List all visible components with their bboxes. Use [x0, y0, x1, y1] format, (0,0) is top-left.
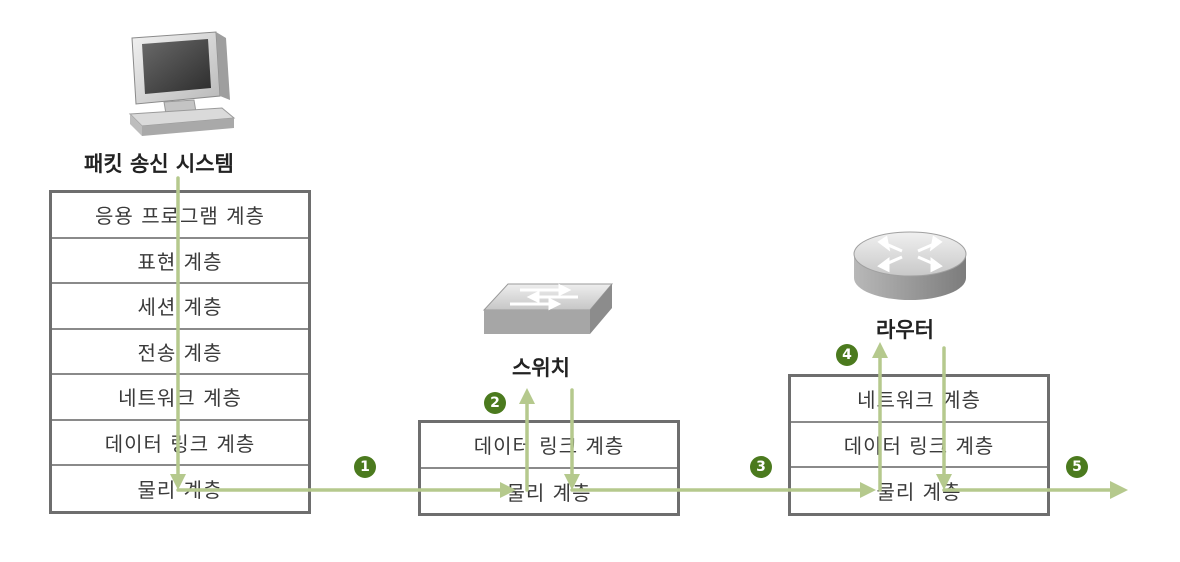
sender-down-arrowhead [170, 474, 186, 490]
router-down-arrowhead [936, 474, 952, 490]
flow-lines [178, 178, 1112, 490]
step-4-badge: 4 [836, 344, 858, 366]
step-3-badge: 3 [750, 456, 772, 478]
arrow-heads [170, 342, 1128, 499]
switch-up-arrowhead [519, 388, 535, 404]
segment-5-arrowhead [1110, 481, 1128, 499]
step-1-badge: 1 [354, 456, 376, 478]
switch-down-arrowhead [564, 474, 580, 490]
segment-1-arrowhead [500, 482, 516, 498]
router-up-arrowhead [872, 342, 888, 358]
segment-3-arrowhead [860, 482, 876, 498]
step-5-badge: 5 [1066, 456, 1088, 478]
step-2-badge: 2 [484, 392, 506, 414]
